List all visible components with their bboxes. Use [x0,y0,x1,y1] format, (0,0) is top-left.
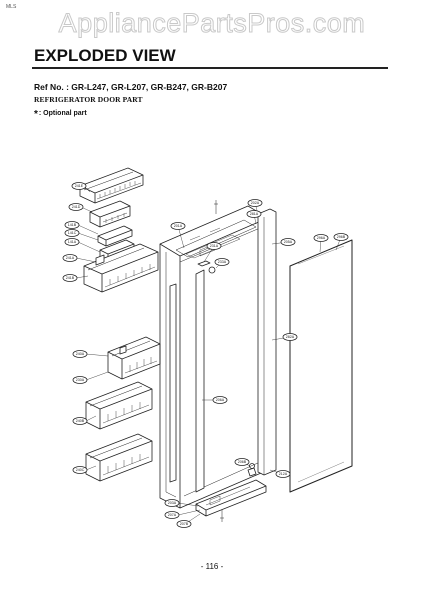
hinge-parts [197,260,257,477]
bottom-cap [195,479,267,517]
callout-20: 282A [282,333,298,341]
callout-17: 205A [280,238,296,246]
callout-1: 241E [71,182,87,190]
door-panel [289,239,353,493]
callout-7: 241B [62,274,78,282]
callout-14-label: 230A [76,378,85,382]
callout-5-label: 141A [68,240,77,244]
corner-mark: MLS [6,4,17,10]
title-rule [32,67,388,69]
section-subtitle: REFRIGERATOR DOOR PART [34,95,143,104]
optional-star: * [34,109,38,120]
callout-16-label: 233A [218,260,227,264]
callout-7-label: 241B [66,276,75,280]
lower-door-shelf-1 [85,381,153,430]
callout-22: 206B [234,458,250,466]
callout-21-label: 206A [216,398,225,402]
dairy-shelf [79,167,144,204]
page-number: - 116 - [200,562,224,571]
callout-23: 212A [275,470,291,478]
callout-15: 231A [206,242,222,250]
side-frame-bar [257,208,277,476]
callout-18-label: 296A [317,236,326,240]
callout-9: 202A [247,199,263,207]
callout-19: 296B [333,233,349,241]
screw-lines [214,200,224,522]
callout-16: 233A [214,258,230,266]
callout-26: 207B [176,520,192,528]
callout-10: 281A [246,210,262,218]
callout-3: 141B [64,221,80,229]
middle-door-shelf [107,336,161,380]
callout-18: 296A [313,234,329,242]
callout-8: 201A [170,222,186,230]
callout-11-label: 240A [76,352,85,356]
callout-11: 240A [72,350,88,358]
callout-9-label: 202A [251,201,260,205]
callout-25: 207A [164,511,180,519]
callout-22-label: 206B [238,460,247,464]
callout-3-label: 141B [68,223,77,227]
callout-17-label: 205A [284,240,293,244]
callout-24-label: 203A [168,501,177,505]
optional-note-text: : Optional part [38,110,87,117]
callout-25-label: 207A [168,513,177,517]
callout-20-label: 282A [286,335,295,339]
callout-2: 241D [68,203,84,211]
ref-models: Ref No. : GR-L247, GR-L207, GR-B247, GR-… [34,82,228,92]
callout-1-label: 241E [75,184,84,188]
callout-14: 230A [72,376,88,384]
callout-4: 141C [64,229,80,237]
lower-door-shelf-2 [85,433,153,482]
callout-21: 206A [212,396,228,404]
callout-12-label: 240B [76,419,85,423]
door-gasket [169,269,205,493]
callout-13-label: 240C [76,468,85,472]
callout-24: 203A [164,499,180,507]
callout-23-label: 212A [279,472,288,476]
callout-10-label: 281A [250,212,259,216]
callout-26-label: 207B [180,522,189,526]
callout-6: 241A [62,254,78,262]
watermark: AppliancePartsPros.com [58,8,366,39]
page-title: EXPLODED VIEW [34,46,176,65]
callout-4-label: 141C [68,231,77,235]
callout-19-label: 296B [337,235,346,239]
callout-6-label: 241A [66,256,75,260]
callout-12: 240B [72,417,88,425]
upper-door-shelf [83,243,159,293]
optional-part-note: *: Optional part [34,109,87,120]
callout-13: 240C [72,466,88,474]
callout-2-label: 241D [72,205,81,209]
callout-8-label: 201A [174,224,183,228]
callout-5: 141A [64,238,80,246]
callout-15-label: 231A [210,244,219,248]
small-bin [89,200,131,228]
